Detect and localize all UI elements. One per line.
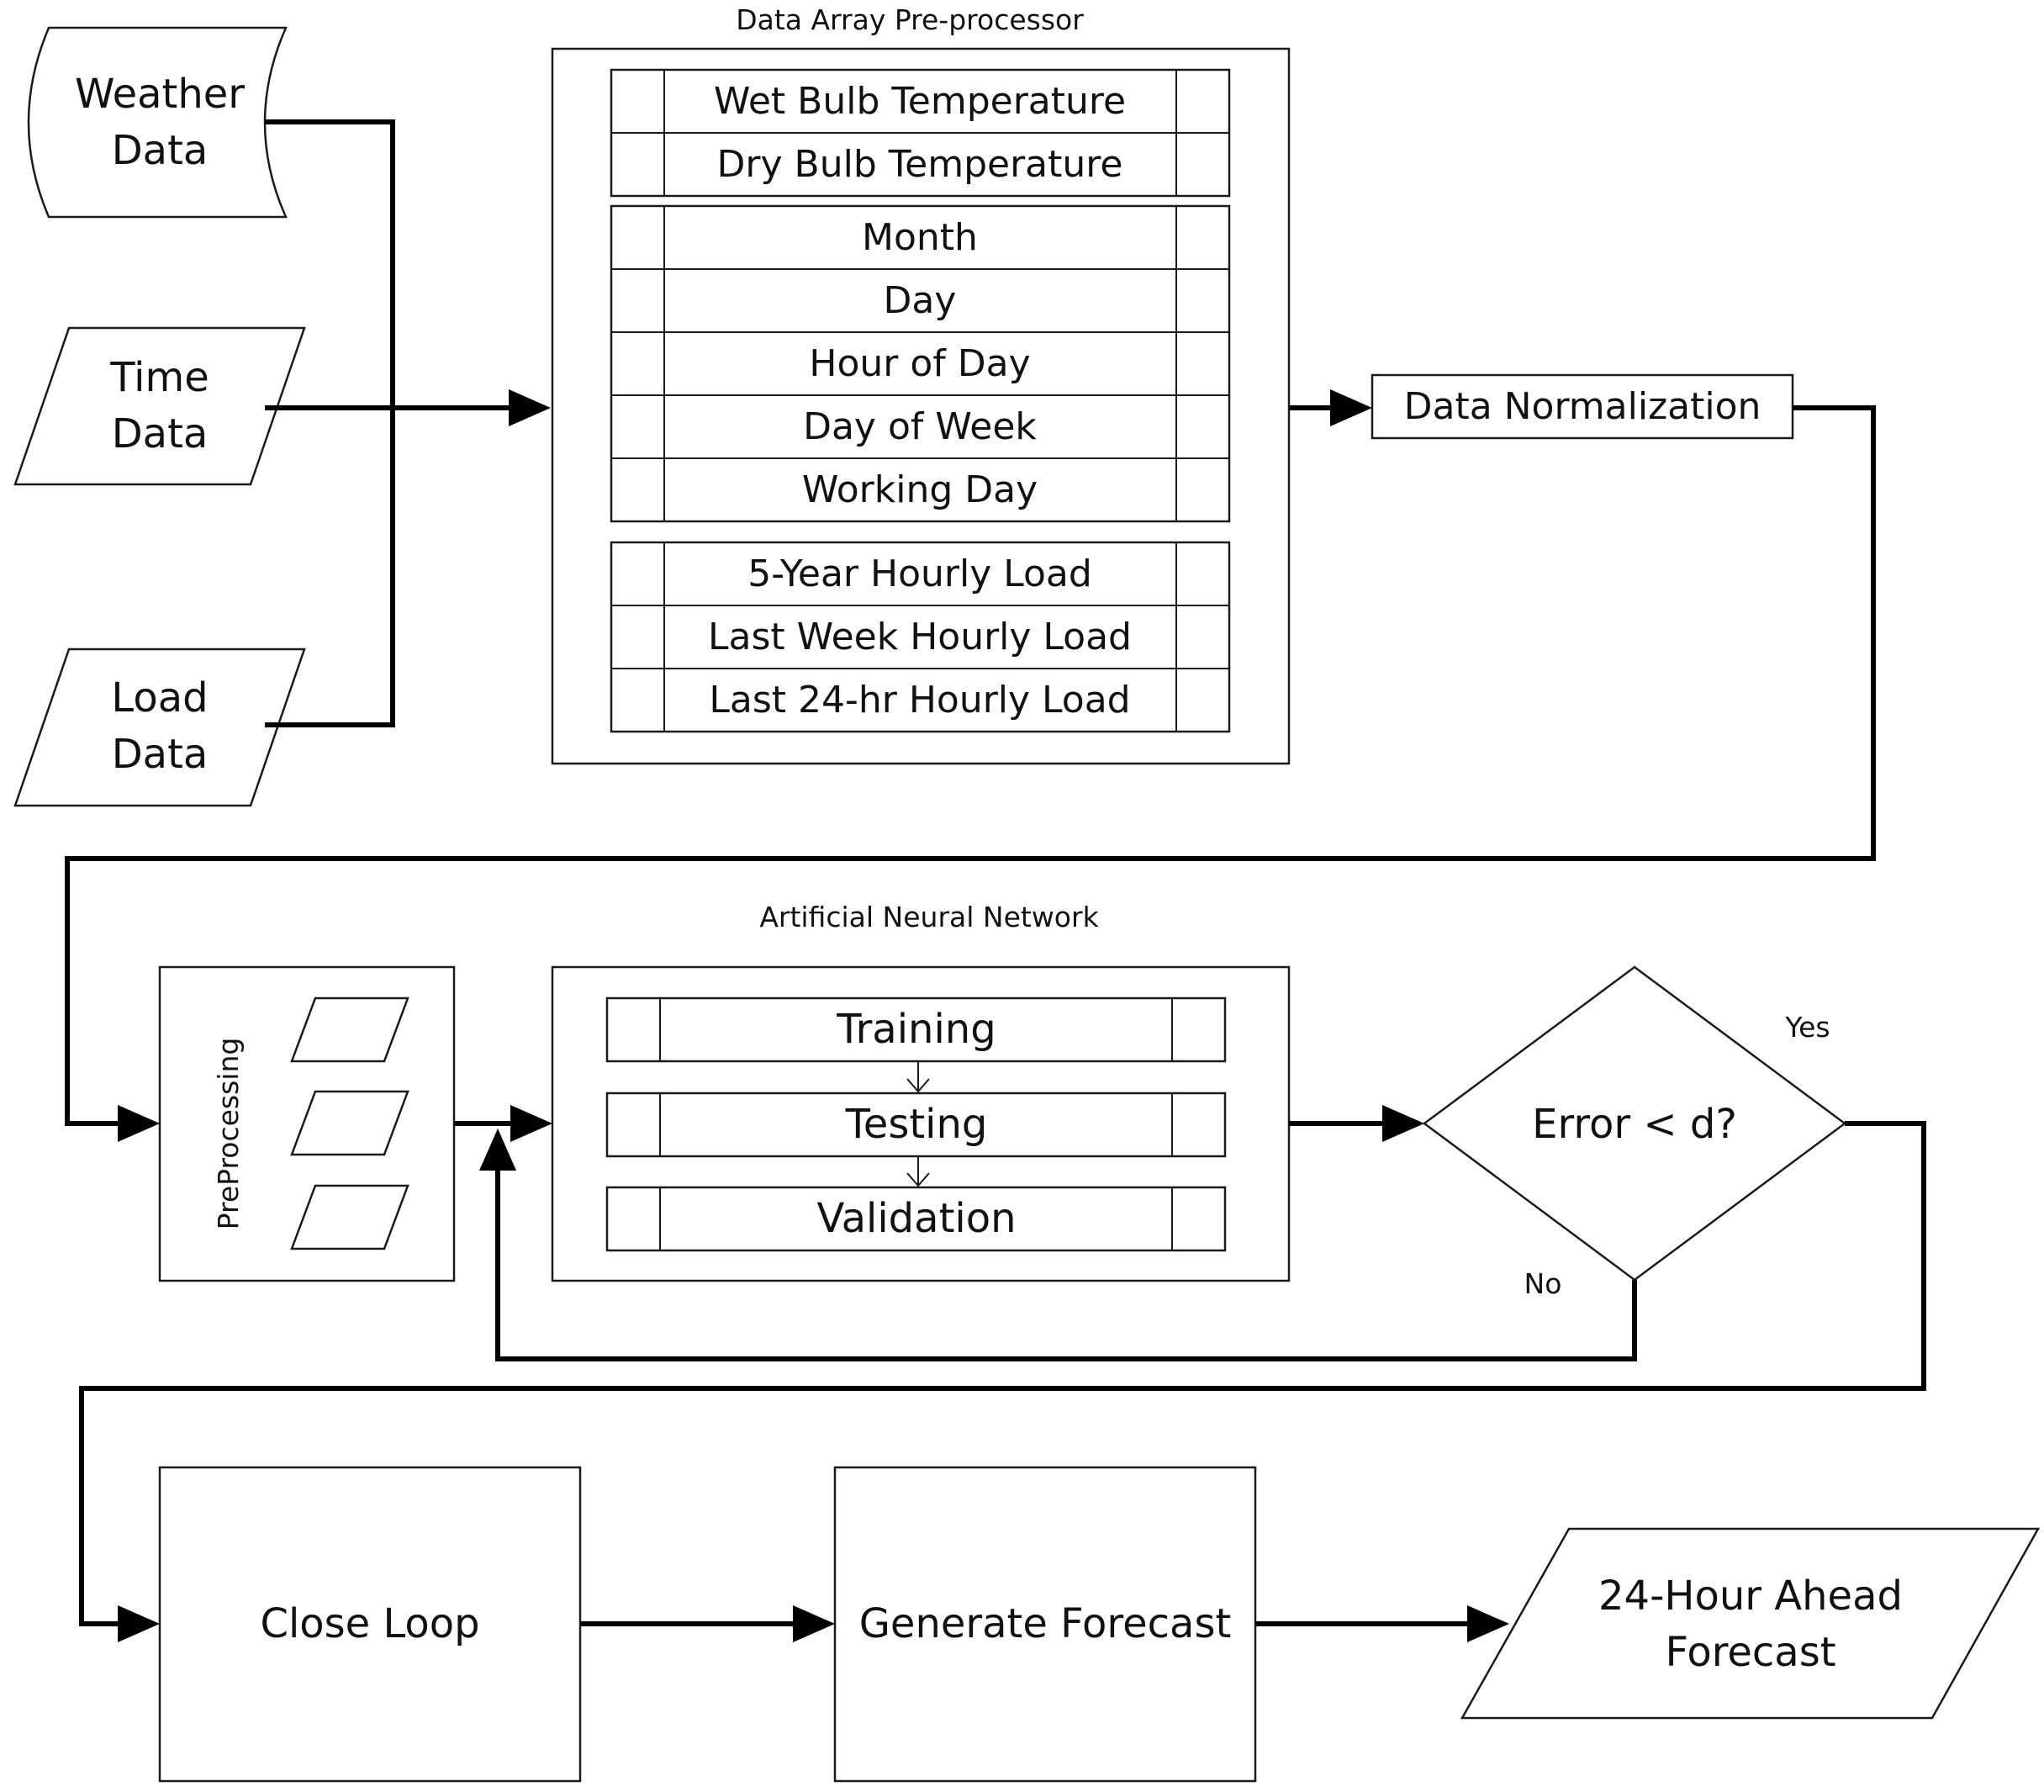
load-rows-group: 5-Year Hourly Load Last Week Hourly Load… [610,541,1231,733]
generate-arrowhead [793,1605,835,1642]
testing-to-validation-arrow [906,1156,930,1187]
close-loop-label: Close Loop [260,1600,479,1647]
generate-forecast-node: Generate Forecast [833,1466,1257,1783]
validation-stage: Validation [605,1186,1227,1252]
ann-title: Artificial Neural Network [759,901,1099,933]
normalization-arrowhead [1330,389,1372,426]
feedback-arrowhead [479,1129,516,1171]
time-rows-group: Month Day Hour of Day Day of Week Workin… [610,204,1231,523]
close-loop-arrowhead [118,1605,160,1642]
preprocessing-label: PreProcessing [212,1038,245,1230]
no-label: No [1524,1267,1562,1300]
weather-data-line1: Weather [75,71,245,118]
load-data-node: Load Data [13,648,306,807]
decision-label: Error < d? [1532,1101,1737,1148]
row-day-of-week: Day of Week [803,405,1037,448]
data-normalization-node: Data Normalization [1371,373,1794,440]
weather-connector [265,119,395,727]
training-label: Training [836,1006,996,1053]
training-stage: Training [605,996,1227,1063]
training-to-testing-arrow [906,1061,930,1093]
close-loop-node: Close Loop [158,1466,582,1783]
row-hour-of-day: Hour of Day [809,342,1030,385]
row-working-day: Working Day [802,468,1038,511]
time-data-node: Time Data [13,326,306,486]
generate-forecast-label: Generate Forecast [859,1600,1232,1647]
time-data-line1: Time [109,354,209,401]
row-last-24hr-load: Last 24-hr Hourly Load [709,679,1130,722]
decision-arrowhead [1382,1105,1424,1142]
weather-rows-group: Wet Bulb Temperature Dry Bulb Temperatur… [610,68,1231,198]
preprocessing-parallelogram-3 [290,1184,409,1250]
preprocessing-node: PreProcessing [158,965,456,1282]
ann-input-arrowhead [510,1105,552,1142]
preprocessor-input-arrowhead [509,389,551,426]
row-last-week-load: Last Week Hourly Load [708,616,1132,658]
yes-line [79,1121,1926,1626]
weather-data-line2: Data [112,127,209,174]
testing-label: Testing [845,1101,988,1148]
error-decision-node: Error < d? [1422,965,1847,1282]
preprocessor-title: Data Array Pre-processor [736,3,1084,36]
weather-data-node: Weather Data [27,26,288,219]
forecast-output-node: 24-Hour Ahead Forecast [1460,1527,2041,1720]
preprocessing-parallelogram-1 [290,996,409,1063]
row-month: Month [862,216,978,259]
yes-label: Yes [1784,1011,1830,1044]
forecast-output-line1: 24-Hour Ahead [1598,1573,1903,1620]
testing-stage: Testing [605,1092,1227,1158]
validation-label: Validation [816,1195,1016,1242]
data-normalization-label: Data Normalization [1404,385,1761,428]
forecast-output-line2: Forecast [1665,1629,1835,1676]
no-feedback-line [495,1171,1637,1361]
time-data-line2: Data [112,410,209,457]
output-arrowhead [1467,1605,1509,1642]
row-day: Day [884,279,957,322]
load-data-line1: Load [111,674,208,722]
preprocessing-arrowhead [118,1105,160,1142]
preprocessing-parallelogram-2 [290,1090,409,1156]
row-wet-bulb: Wet Bulb Temperature [714,80,1126,123]
row-5-year-load: 5-Year Hourly Load [747,552,1092,595]
normalization-to-preprocessing-line [65,405,1876,1126]
load-data-line2: Data [112,731,209,778]
row-dry-bulb: Dry Bulb Temperature [717,143,1123,186]
